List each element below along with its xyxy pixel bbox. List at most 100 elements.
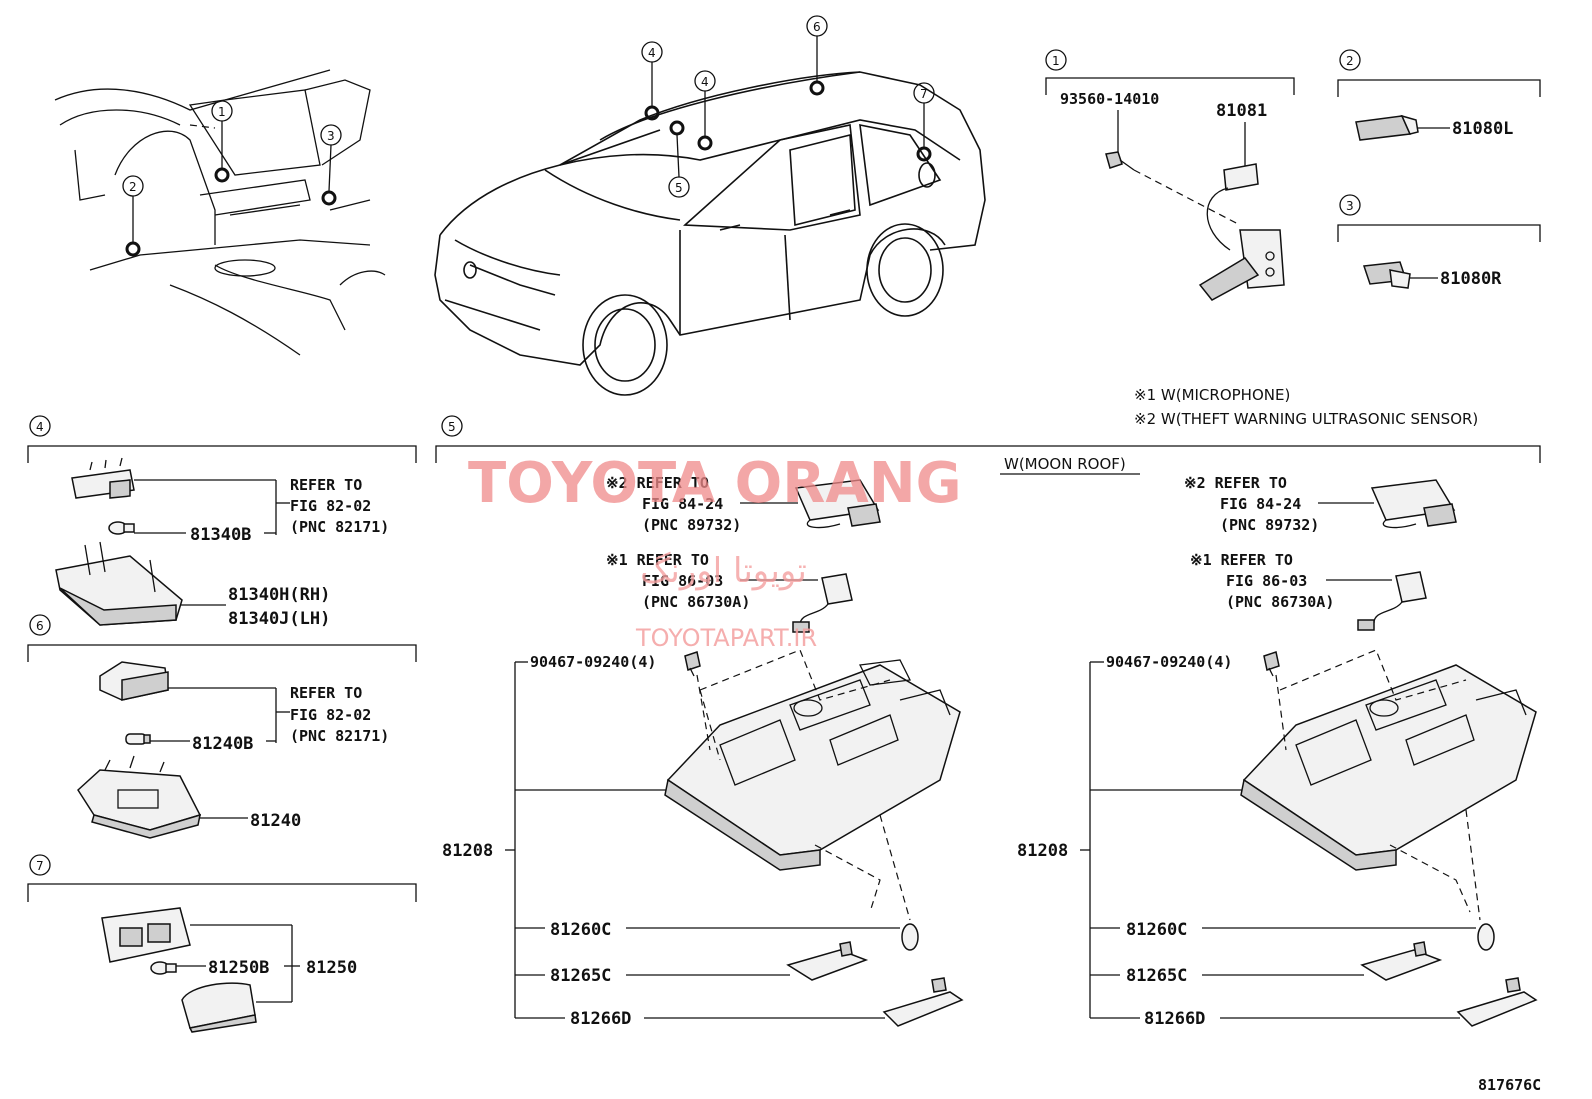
svg-text:FIG 86-03: FIG 86-03 — [1226, 572, 1307, 590]
part-90467-09240-right: 90467-09240(4) — [1106, 653, 1232, 671]
location-markers — [125, 36, 932, 257]
section-3: 3 81080R — [1337, 194, 1541, 289]
lens-81265c-icon-right — [1360, 941, 1443, 981]
lamp-housing-icon — [101, 907, 191, 963]
part-81240: 81240 — [250, 811, 301, 831]
lens-cover-icon — [181, 982, 257, 1033]
bolt-icon — [1105, 151, 1135, 171]
callout-4-car-b: 4 — [694, 70, 716, 92]
svg-text:※2 REFER TO: ※2 REFER TO — [606, 474, 709, 492]
sensor-81080l-icon — [1355, 114, 1419, 141]
svg-text:3: 3 — [1346, 199, 1354, 213]
watermark-brand: TOYOTA ORANG — [468, 451, 962, 516]
section-7: 7 81250B 81250 — [27, 854, 417, 1033]
svg-text:(PNC 82171): (PNC 82171) — [290, 727, 389, 745]
lamp-81340-icon — [55, 541, 183, 626]
lens-81266d-icon-right — [1456, 977, 1538, 1027]
svg-text:(PNC 86730A): (PNC 86730A) — [642, 593, 750, 611]
part-81080r: 81080R — [1440, 269, 1502, 289]
clip-icon — [684, 651, 701, 677]
part-81250b: 81250B — [208, 958, 269, 978]
section-6: 6 REFER TO FIG 82-02 (PNC 82171) 81240B … — [27, 614, 417, 839]
watermark-persian: تویوتا اورنگ — [640, 551, 807, 591]
lens-81265c-icon — [786, 941, 869, 981]
svg-text:REFER TO: REFER TO — [290, 684, 362, 702]
callout-3-interior: 3 — [320, 124, 342, 146]
svg-text:FIG 82-02: FIG 82-02 — [290, 706, 371, 724]
svg-text:(PNC 89732): (PNC 89732) — [642, 516, 741, 534]
svg-text:5: 5 — [675, 181, 683, 195]
section-5-right: ※2 REFER TO FIG 84-24 (PNC 89732) ※1 REF… — [1017, 474, 1538, 1029]
part-93560-14010: 93560-14010 — [1060, 90, 1159, 108]
svg-text:2: 2 — [129, 180, 137, 194]
svg-text:REFER TO: REFER TO — [290, 476, 362, 494]
overhead-console-icon — [664, 659, 961, 871]
svg-text:5: 5 — [448, 420, 456, 434]
watermark: TOYOTA ORANG تویوتا اورنگ TOYOTAPART.IR — [468, 451, 962, 652]
part-81266d: 81266D — [570, 1009, 631, 1029]
part-81340b: 81340B — [190, 525, 251, 545]
section-2: 2 81080L — [1337, 49, 1541, 141]
lamp-unit-icon — [99, 661, 169, 701]
part-81240b: 81240B — [192, 734, 253, 754]
svg-text:(PNC 86730A): (PNC 86730A) — [1226, 593, 1334, 611]
part-81250: 81250 — [306, 958, 357, 978]
svg-text:2: 2 — [1346, 54, 1354, 68]
svg-text:(PNC 89732): (PNC 89732) — [1220, 516, 1319, 534]
part-81265c: 81265C — [550, 966, 611, 986]
moon-roof-label: W(MOON ROOF) — [1004, 455, 1126, 473]
part-81260c-right: 81260C — [1126, 920, 1187, 940]
part-90467-09240: 90467-09240(4) — [530, 653, 656, 671]
part-81340j: 81340J(LH) — [228, 609, 330, 629]
part-81260c: 81260C — [550, 920, 611, 940]
svg-text:6: 6 — [36, 619, 44, 633]
part-81340h: 81340H(RH) — [228, 585, 330, 605]
microphone-icon — [792, 573, 853, 633]
svg-text:4: 4 — [701, 75, 709, 89]
svg-text:4: 4 — [36, 420, 44, 434]
note-theft-sensor: ※2 W(THEFT WARNING ULTRASONIC SENSOR) — [1134, 410, 1478, 428]
lamp-socket-icon — [71, 457, 135, 499]
svg-text:3: 3 — [327, 129, 335, 143]
svg-text:1: 1 — [1052, 54, 1060, 68]
svg-text:※2 REFER TO: ※2 REFER TO — [1184, 474, 1287, 492]
part-81208-right: 81208 — [1017, 841, 1068, 861]
bulb-81250b-icon — [150, 961, 177, 975]
callout-7-car: 7 — [913, 82, 935, 104]
microphone-icon-right — [1357, 571, 1427, 631]
clip-icon-right — [1263, 651, 1280, 677]
svg-text:1: 1 — [218, 105, 226, 119]
svg-text:FIG 86-03: FIG 86-03 — [642, 572, 723, 590]
section-5: 5 W(MOON ROOF) — [435, 415, 1541, 475]
svg-text:4: 4 — [648, 46, 656, 60]
ultrasonic-sensor-icon — [794, 479, 881, 529]
section-4: 4 REFER TO FIG 82-02 (PNC 82171) 81340B … — [27, 415, 417, 629]
watermark-site: TOYOTAPART.IR — [635, 624, 817, 652]
callout-6-car: 6 — [806, 15, 828, 37]
callout-5-car: 5 — [668, 176, 690, 198]
part-81266d-right: 81266D — [1144, 1009, 1205, 1029]
lens-81266d-icon — [882, 977, 964, 1027]
bulb-81260c-icon-right — [1477, 923, 1495, 951]
part-81080l: 81080L — [1452, 119, 1513, 139]
sensor-81081-icon — [1198, 163, 1285, 301]
part-81265c-right: 81265C — [1126, 966, 1187, 986]
diagram-code: 817676C — [1478, 1076, 1541, 1094]
part-81081: 81081 — [1216, 101, 1267, 121]
ultrasonic-sensor-icon-right — [1370, 479, 1457, 529]
callout-2-interior: 2 — [122, 175, 144, 197]
svg-text:※1 REFER TO: ※1 REFER TO — [606, 551, 709, 569]
lamp-81240-icon — [77, 755, 202, 839]
interior-illustration — [54, 69, 386, 356]
callout-1-interior: 1 — [211, 100, 233, 122]
section-5-left: ※2 REFER TO FIG 84-24 (PNC 89732) ※1 REF… — [442, 474, 964, 1029]
note-microphone: ※1 W(MICROPHONE) — [1134, 386, 1290, 404]
svg-text:7: 7 — [36, 859, 44, 873]
overhead-console-icon-right — [1240, 664, 1537, 871]
svg-text:※1 REFER TO: ※1 REFER TO — [1190, 551, 1293, 569]
callout-4-car-a: 4 — [641, 41, 663, 63]
svg-text:FIG 84-24: FIG 84-24 — [642, 495, 723, 513]
bulb-81340b-icon — [108, 521, 135, 535]
part-81208: 81208 — [442, 841, 493, 861]
